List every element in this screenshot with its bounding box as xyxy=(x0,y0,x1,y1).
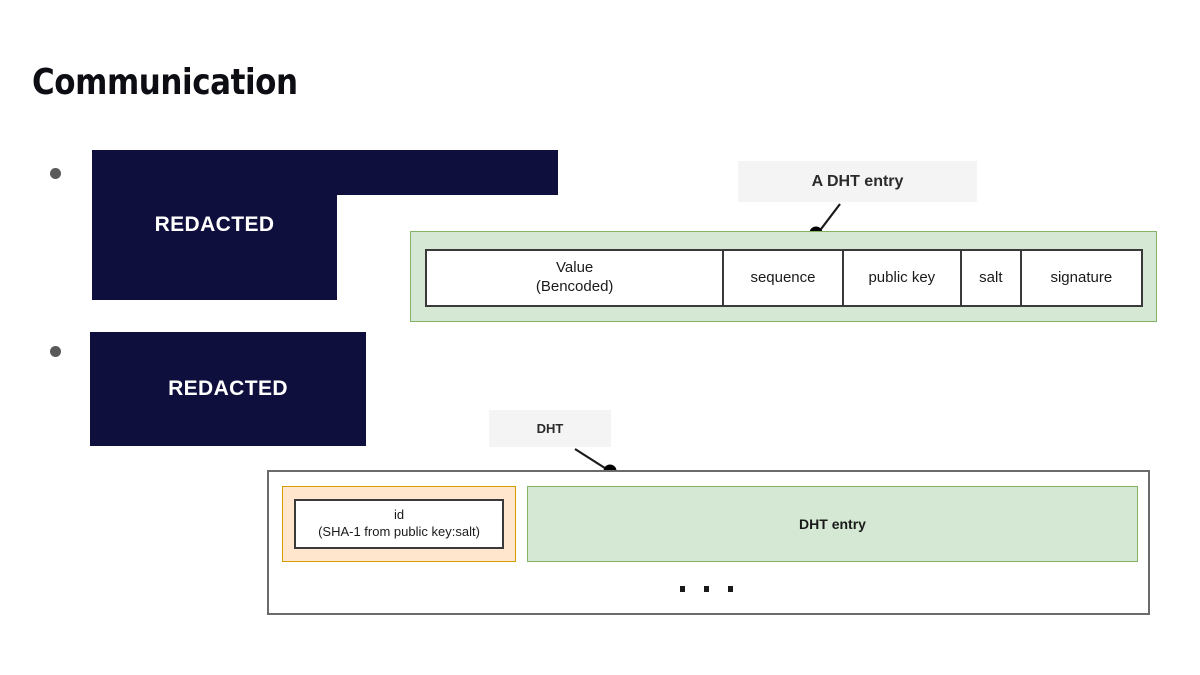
dht-id-line2: (SHA-1 from public key:salt) xyxy=(318,524,480,539)
field-cell-signature: signature xyxy=(1050,268,1113,286)
field-cell-public-key: public key xyxy=(844,251,962,305)
leader-line-dht xyxy=(574,448,609,471)
dht-table-container: id (SHA-1 from public key:salt) DHT entr… xyxy=(267,470,1150,615)
dht-entry-row: DHT entry xyxy=(527,486,1138,562)
field-cell-sequence: sequence xyxy=(724,251,844,305)
dht-id-box: id (SHA-1 from public key:salt) xyxy=(282,486,516,562)
dht-ellipsis xyxy=(680,586,733,592)
field-cell-value: Value (Bencoded) xyxy=(427,251,725,305)
dht-id-inner-box: id (SHA-1 from public key:salt) xyxy=(294,499,504,549)
callout-a-dht-entry: A DHT entry xyxy=(738,161,977,202)
redacted-label-1: REDACTED xyxy=(154,213,275,236)
field-value-line1: Value xyxy=(556,259,594,277)
page-title: Communication xyxy=(32,62,298,103)
ellipsis-dot-3 xyxy=(728,586,733,592)
dht-entry-strip: Value (Bencoded) sequence public key sal… xyxy=(410,231,1157,322)
leader-line-dht-entry xyxy=(817,203,841,234)
field-cell-salt: salt xyxy=(962,251,1022,305)
dht-entry-field-list: Value (Bencoded) sequence public key sal… xyxy=(425,249,1143,307)
bullet-marker-2 xyxy=(50,346,61,357)
ellipsis-dot-2 xyxy=(704,586,709,592)
field-value-line2: (Bencoded) xyxy=(535,278,614,295)
dht-id-line1: id xyxy=(393,507,405,523)
callout-dht: DHT xyxy=(489,410,611,447)
bullet-marker-1 xyxy=(50,168,61,179)
ellipsis-dot-1 xyxy=(680,586,685,592)
redacted-block-2: REDACTED xyxy=(90,332,366,446)
